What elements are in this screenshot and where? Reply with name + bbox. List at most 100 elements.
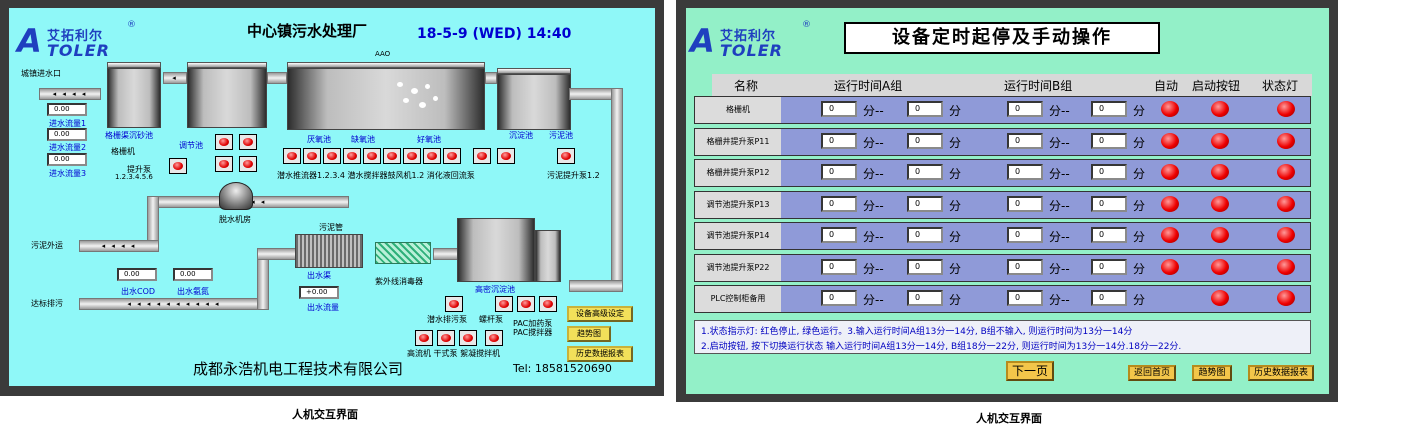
trend-chart-button[interactable]: 趋势图 bbox=[567, 326, 611, 342]
group-b-end-input[interactable]: 0 bbox=[1091, 132, 1127, 149]
auto-indicator[interactable] bbox=[1161, 101, 1179, 117]
group-b-end-input[interactable]: 0 bbox=[1091, 195, 1127, 212]
unit-min: 分 bbox=[949, 198, 962, 213]
group-a-start-input[interactable]: 0 bbox=[821, 290, 857, 306]
sludge-pipe-label: 污泥管 bbox=[319, 223, 343, 232]
group-b-start-input[interactable]: 0 bbox=[1007, 195, 1043, 212]
group-a-end-input[interactable]: 0 bbox=[907, 290, 943, 306]
left-caption: 人机交互界面 bbox=[292, 408, 358, 421]
group-b-start-input[interactable]: 0 bbox=[1007, 258, 1043, 275]
group-a-end-input[interactable]: 0 bbox=[907, 258, 943, 275]
reflux-pump-2[interactable] bbox=[497, 148, 515, 164]
regulating-pump-3[interactable] bbox=[215, 156, 233, 172]
start-toggle-button[interactable] bbox=[1211, 290, 1229, 306]
aao-device-8[interactable] bbox=[423, 148, 441, 164]
aao-device-1[interactable] bbox=[283, 148, 301, 164]
high-density-tank bbox=[457, 218, 535, 282]
aao-device-3[interactable] bbox=[323, 148, 341, 164]
table-header-bar bbox=[712, 74, 1312, 96]
start-toggle-button[interactable] bbox=[1211, 258, 1229, 275]
regulating-pump-4[interactable] bbox=[239, 156, 257, 172]
group-a-start-input[interactable]: 0 bbox=[821, 164, 857, 180]
group-a-end-input[interactable]: 0 bbox=[907, 164, 943, 180]
anaerobic-label: 厌氧池 bbox=[307, 135, 331, 144]
aao-device-6[interactable] bbox=[383, 148, 401, 164]
pipe-left-vertical bbox=[147, 196, 159, 246]
group-a-start-input[interactable]: 0 bbox=[821, 258, 857, 275]
aao-device-2[interactable] bbox=[303, 148, 321, 164]
start-toggle-button[interactable] bbox=[1211, 101, 1229, 117]
group-a-end-input[interactable]: 0 bbox=[907, 101, 943, 117]
unit-min: 分 bbox=[949, 261, 962, 276]
aao-device-9[interactable] bbox=[443, 148, 461, 164]
sludge-lift-pump-1[interactable] bbox=[557, 148, 575, 164]
device-name: 调节池提升泵P22 bbox=[695, 254, 781, 281]
group-b-end-input[interactable]: 0 bbox=[1091, 101, 1127, 117]
aao-device-5[interactable] bbox=[363, 148, 381, 164]
group-b-end-input[interactable]: 0 bbox=[1091, 164, 1127, 180]
pipe-aao-to-sediment bbox=[485, 72, 497, 84]
history-report-button-2[interactable]: 历史数据报表 bbox=[1248, 365, 1314, 381]
regulating-pump-1[interactable] bbox=[215, 134, 233, 150]
reflux-pump-1[interactable] bbox=[473, 148, 491, 164]
lift-pump-numbers: 1.2.3.4.5.6 bbox=[115, 173, 153, 181]
discharge-pipe: ◂ ◂ ◂ ◂ ◂ ◂ ◂ ◂ ◂ ◂ bbox=[79, 298, 269, 310]
group-a-start-input[interactable]: 0 bbox=[821, 195, 857, 212]
start-toggle-button[interactable] bbox=[1211, 227, 1229, 243]
header-name: 名称 bbox=[734, 79, 759, 93]
unit-dash: 分-- bbox=[1049, 198, 1070, 213]
group-b-end-input[interactable]: 0 bbox=[1091, 227, 1127, 243]
auto-indicator[interactable] bbox=[1161, 227, 1179, 243]
group-b-start-input[interactable]: 0 bbox=[1007, 164, 1043, 180]
group-a-end-input[interactable]: 0 bbox=[907, 227, 943, 243]
bottom-pump-1[interactable] bbox=[445, 296, 463, 312]
group-b-end-input[interactable]: 0 bbox=[1091, 258, 1127, 275]
unit-min: 分 bbox=[949, 135, 962, 150]
auto-indicator[interactable] bbox=[1161, 132, 1179, 149]
group-b-start-input[interactable]: 0 bbox=[1007, 290, 1043, 306]
history-report-button[interactable]: 历史数据报表 bbox=[567, 346, 633, 362]
grit-tank bbox=[107, 68, 161, 128]
group-b-start-input[interactable]: 0 bbox=[1007, 132, 1043, 149]
bottom-pump-4[interactable] bbox=[539, 296, 557, 312]
group-b-start-input[interactable]: 0 bbox=[1007, 101, 1043, 117]
pipe-effluent-channel bbox=[257, 248, 297, 260]
unit-dash: 分-- bbox=[863, 167, 884, 181]
bottom-pump-6[interactable] bbox=[437, 330, 455, 346]
group-a-start-input[interactable]: 0 bbox=[821, 101, 857, 117]
pipe-regulating-to-aao bbox=[267, 72, 287, 84]
group-a-start-input[interactable]: 0 bbox=[821, 227, 857, 243]
aao-device-7[interactable] bbox=[403, 148, 421, 164]
unit-min: 分 bbox=[1133, 198, 1146, 213]
unit-min: 分 bbox=[949, 104, 962, 118]
pac-dose-label: PAC加药泵 bbox=[513, 319, 553, 328]
group-a-start-input[interactable]: 0 bbox=[821, 132, 857, 149]
regulating-pump-2[interactable] bbox=[239, 134, 257, 150]
bottom-pump-5[interactable] bbox=[415, 330, 433, 346]
device-name: 格栅井提升泵P11 bbox=[695, 128, 781, 155]
home-button[interactable]: 返回首页 bbox=[1128, 365, 1176, 381]
auto-indicator[interactable] bbox=[1161, 195, 1179, 212]
logo-letter: A bbox=[690, 22, 715, 60]
aerobic-label: 好氧池 bbox=[417, 135, 441, 144]
start-toggle-button[interactable] bbox=[1211, 132, 1229, 149]
group-a-end-input[interactable]: 0 bbox=[907, 132, 943, 149]
auto-indicator[interactable] bbox=[1161, 164, 1179, 180]
start-toggle-button[interactable] bbox=[1211, 164, 1229, 180]
grit-pump-1[interactable] bbox=[169, 158, 187, 174]
bottom-pump-8[interactable] bbox=[485, 330, 503, 346]
trend-chart-button-2[interactable]: 趋势图 bbox=[1192, 365, 1232, 381]
advanced-settings-button[interactable]: 设备高级设定 bbox=[567, 306, 633, 322]
bottom-pump-2[interactable] bbox=[495, 296, 513, 312]
group-a-end-input[interactable]: 0 bbox=[907, 195, 943, 212]
start-toggle-button[interactable] bbox=[1211, 195, 1229, 212]
aao-device-4[interactable] bbox=[343, 148, 361, 164]
group-b-start-input[interactable]: 0 bbox=[1007, 227, 1043, 243]
unit-dash: 分-- bbox=[863, 230, 884, 244]
auto-indicator[interactable] bbox=[1161, 258, 1179, 275]
bottom-pump-3[interactable] bbox=[517, 296, 535, 312]
group-b-end-input[interactable]: 0 bbox=[1091, 290, 1127, 306]
sediment-tank-rim bbox=[497, 68, 571, 74]
bottom-pump-7[interactable] bbox=[459, 330, 477, 346]
next-page-button[interactable]: 下一页 bbox=[1006, 361, 1054, 381]
